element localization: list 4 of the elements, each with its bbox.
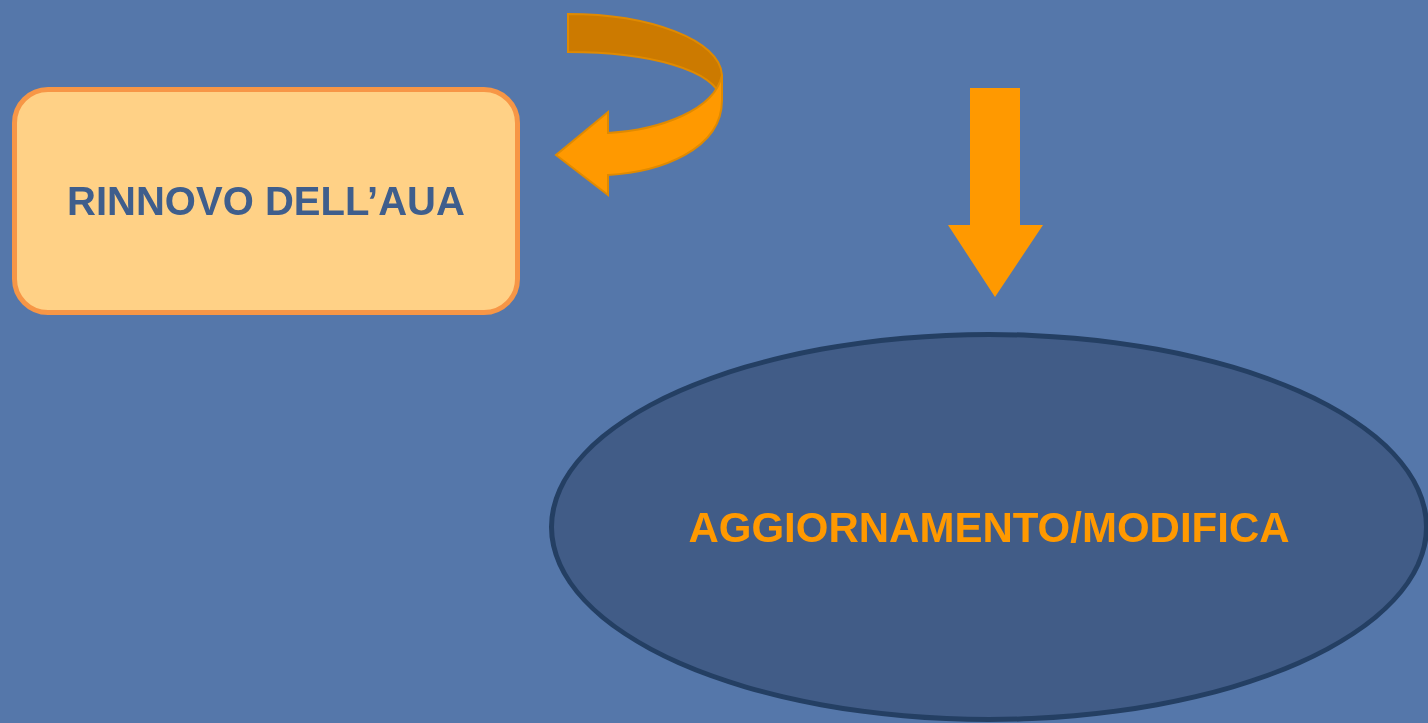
rounded-box [12,87,520,315]
node-label: AGGIORNAMENTO/MODIFICA [688,502,1290,553]
block-arrow [948,88,1043,297]
node-label: RINNOVO DELL’AUA [67,178,465,225]
